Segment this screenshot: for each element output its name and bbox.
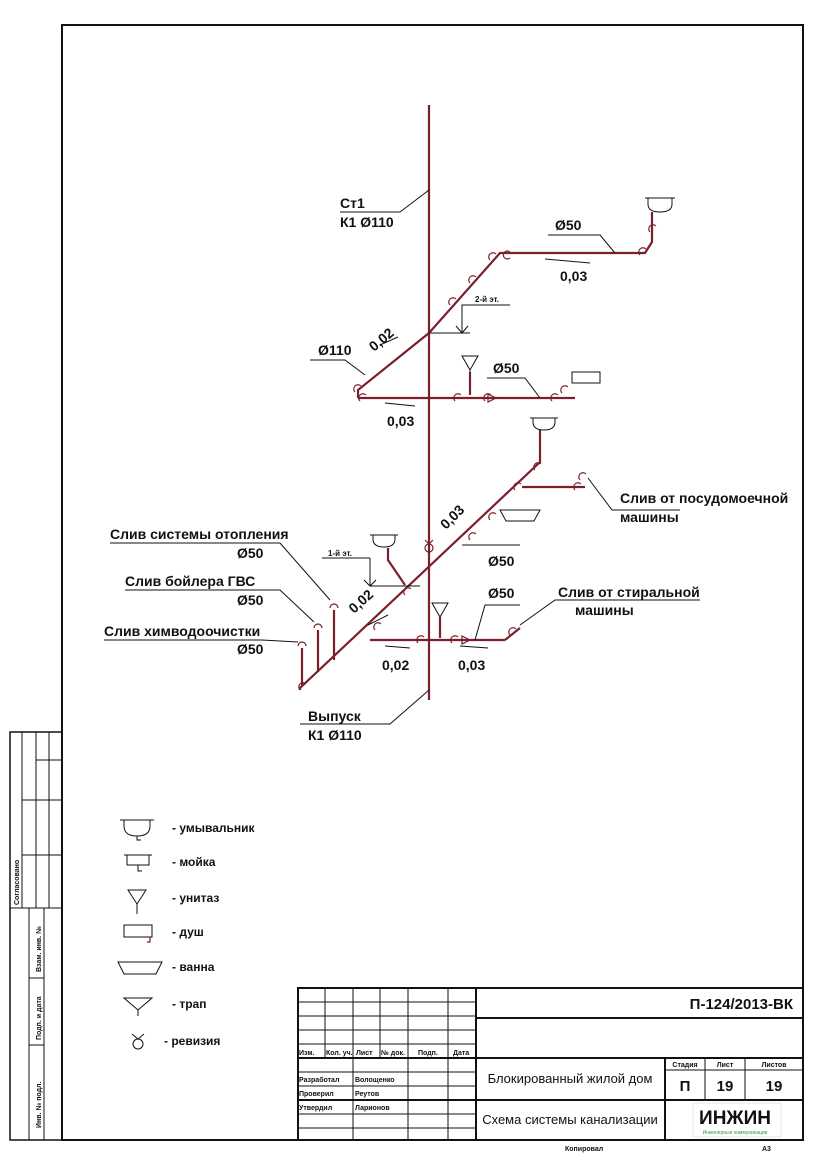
- sink-icon: [370, 534, 398, 548]
- bathtub-icon: [499, 509, 541, 522]
- sheets-value: 19: [766, 1078, 783, 1095]
- copied-label: Копировал: [565, 1146, 603, 1153]
- title-block: Изм. Кол. уч. Лист № док. Подп. Дата Раз…: [297, 987, 804, 1153]
- legend-label: - трап: [172, 997, 206, 1011]
- sign-date-label: Подп. и дата: [36, 996, 43, 1040]
- lower-slope-right: 0,03: [458, 657, 485, 673]
- legend: - умывальник - мойка - унитаз - душ - ва…: [117, 819, 255, 1050]
- toilet-icon: [127, 889, 147, 914]
- person: Реутов: [355, 1091, 380, 1098]
- riser-name: Ст1: [340, 195, 365, 211]
- washbasin-icon: [645, 197, 675, 213]
- level-mark-2: [429, 304, 510, 334]
- role: Разработал: [299, 1076, 339, 1084]
- agreed-label: Согласовано: [14, 860, 21, 905]
- stage-value: П: [680, 1078, 691, 1095]
- shower-icon: [123, 924, 153, 938]
- revision-icon: [132, 1038, 144, 1050]
- header-col: Дата: [453, 1050, 469, 1057]
- legend-label: - мойка: [172, 855, 216, 869]
- person: Волощенко: [355, 1077, 395, 1084]
- sheet-label: Лист: [717, 1062, 734, 1069]
- sheets-label: Листов: [761, 1062, 787, 1069]
- header-col: Изм.: [299, 1050, 315, 1057]
- side-stamp: Согласовано Взам. инв. № Подп. и дата Ин…: [9, 731, 62, 1141]
- sheet-title: Схема системы канализации: [482, 1112, 658, 1127]
- toilet-icon: [431, 602, 449, 619]
- washbasin-icon: [120, 819, 154, 841]
- drain-heating-d: Ø50: [237, 545, 264, 561]
- lower-d50: Ø50: [488, 585, 515, 601]
- upper-slope: 0,03: [560, 268, 587, 284]
- diag-slope: 0,03: [437, 501, 468, 532]
- upper-d50: Ø50: [555, 217, 582, 233]
- logo-subtitle: Инженерные коммуникации: [703, 1130, 768, 1136]
- role: Проверил: [299, 1091, 334, 1098]
- slope-002-lower: 0,02: [345, 586, 376, 616]
- sheet-value: 19: [717, 1078, 734, 1095]
- level-mark-1: [322, 557, 420, 587]
- inv-orig-label: Инв. № подл.: [35, 1081, 43, 1128]
- washbasin-icon: [530, 417, 558, 431]
- drain-water-treatment-d: Ø50: [237, 641, 264, 657]
- drain-boiler-d: Ø50: [237, 592, 264, 608]
- header-col: Кол. уч.: [326, 1050, 353, 1057]
- legend-label: - умывальник: [172, 821, 255, 835]
- header-col: Лист: [356, 1050, 373, 1057]
- sink-icon: [124, 854, 152, 872]
- shower-icon: [571, 371, 601, 384]
- floor-drain-icon: [122, 997, 154, 1016]
- lower-branch: Слив от посудомоечной машины 0,03 Ø50 1-…: [104, 417, 788, 743]
- floor2-label: 2-й эт.: [475, 295, 499, 304]
- project-name: Блокированный жилой дом: [488, 1071, 653, 1086]
- inv-replace-label: Взам. инв. №: [35, 926, 43, 972]
- riser-code: К1 Ø110: [340, 214, 394, 230]
- legend-label: - унитаз: [172, 891, 219, 905]
- outlet-name: Выпуск: [308, 708, 362, 724]
- format-label: А3: [762, 1146, 771, 1153]
- drain-water-treatment-label: Слив химводоочистки: [104, 623, 260, 639]
- diag-d50: Ø50: [488, 553, 515, 569]
- mid-d50: Ø50: [493, 360, 520, 376]
- drain-boiler-label: Слив бойлера ГВС: [125, 573, 255, 589]
- d110-label: Ø110: [318, 342, 352, 358]
- drain-heating-label: Слив системы отопления: [110, 526, 289, 542]
- washer-line1: Слив от стиральной: [558, 584, 700, 600]
- header-col: Подп.: [418, 1050, 438, 1057]
- role: Утвердил: [299, 1105, 332, 1112]
- logo-text: ИНЖИН: [699, 1108, 771, 1129]
- header-col: № док.: [381, 1049, 405, 1057]
- washer-line2: машины: [575, 602, 634, 618]
- bathtub-icon: [117, 961, 163, 975]
- lower-slope-left: 0,02: [382, 657, 409, 673]
- dishwasher-line1: Слив от посудомоечной: [620, 490, 788, 506]
- floor1-label: 1-й эт.: [328, 549, 352, 558]
- legend-label: - ванна: [172, 960, 215, 974]
- company-logo: ИНЖИН Инженерные коммуникации: [692, 1102, 782, 1138]
- person: Ларионов: [355, 1105, 390, 1112]
- outlet-code: К1 Ø110: [308, 727, 362, 743]
- riser-leader: [340, 189, 430, 213]
- upper-branch: Ø50 0,03 2-й эт. Ø110 0,02 Ø50 0,03: [310, 197, 675, 429]
- dishwasher-line2: машины: [620, 509, 679, 525]
- mid-slope: 0,03: [387, 413, 414, 429]
- legend-label: - ревизия: [164, 1034, 220, 1048]
- doc-code: П-124/2013-ВК: [690, 996, 794, 1013]
- legend-label: - душ: [172, 925, 204, 939]
- stage-label: Стадия: [672, 1062, 697, 1069]
